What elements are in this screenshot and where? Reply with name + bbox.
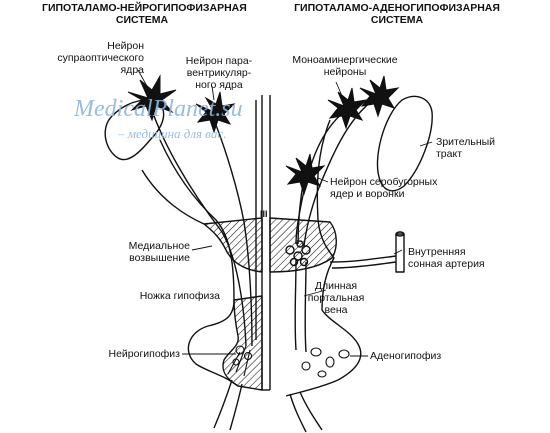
label-supraoptic-neuron: Нейрон супраоптического ядра: [57, 40, 144, 76]
tuberal-neuron: [285, 153, 326, 196]
monoaminergic-neuron-1: [327, 87, 368, 130]
watermark-brand: MedicalPlanet.su: [74, 96, 243, 122]
capillary-plexus: [285, 240, 311, 267]
watermark-tagline: – медицина для вас.: [118, 126, 227, 141]
label-third-ventricle: III: [260, 209, 268, 219]
third-ventricle: [261, 95, 271, 391]
label-adenohypophysis: Аденогипофиз: [370, 350, 442, 362]
neurohypophysis-terminals: [227, 345, 253, 377]
portal-vein: [294, 259, 297, 351]
label-pituitary-stalk: Ножка гипофиза: [139, 290, 220, 302]
adenohypophysis-cells: [301, 347, 350, 378]
internal-carotid-artery: [395, 233, 405, 273]
supraoptic-neuron: [127, 74, 177, 122]
label-portal-vein: Длинная портальная вена: [307, 280, 365, 316]
outflow-vein-right: [289, 391, 323, 433]
label-internal-carotid-artery: Внутренняя сонная артерия: [408, 246, 485, 270]
title-neurohypophyseal-system: ГИПОТАЛАМО-НЕЙРОГИПОФИЗАРНАЯ СИСТЕМА: [42, 2, 247, 26]
label-median-eminence: Медиальное возвышение: [128, 240, 190, 264]
paraventricular-axon: [213, 119, 253, 347]
right-outline: [285, 119, 362, 397]
label-monoaminergic-neurons: Моноаминергические нейроны: [292, 54, 398, 78]
median-eminence-left: [203, 217, 263, 273]
label-neurohypophysis: Нейрогипофиз: [108, 348, 180, 360]
outflow-vein-left: [213, 379, 243, 431]
paraventricular-neuron: [195, 91, 236, 134]
label-tuberal-neuron: Нейрон серобугорных ядер и воронки: [330, 176, 438, 200]
title-adenohypophyseal-system: ГИПОТАЛАМО-АДЕНОГИПОФИЗАРНАЯ СИСТЕМА: [294, 2, 500, 26]
monoaminergic-neuron-2: [359, 75, 400, 118]
optic-tract-right: [376, 95, 433, 192]
supraoptic-axon: [147, 97, 247, 347]
label-optic-tract: Зрительный тракт: [436, 136, 496, 160]
monoaminergic-axon-1: [295, 111, 345, 245]
label-paraventricular-neuron: Нейрон пара- вентрикуляр- ного ядра: [185, 55, 253, 91]
